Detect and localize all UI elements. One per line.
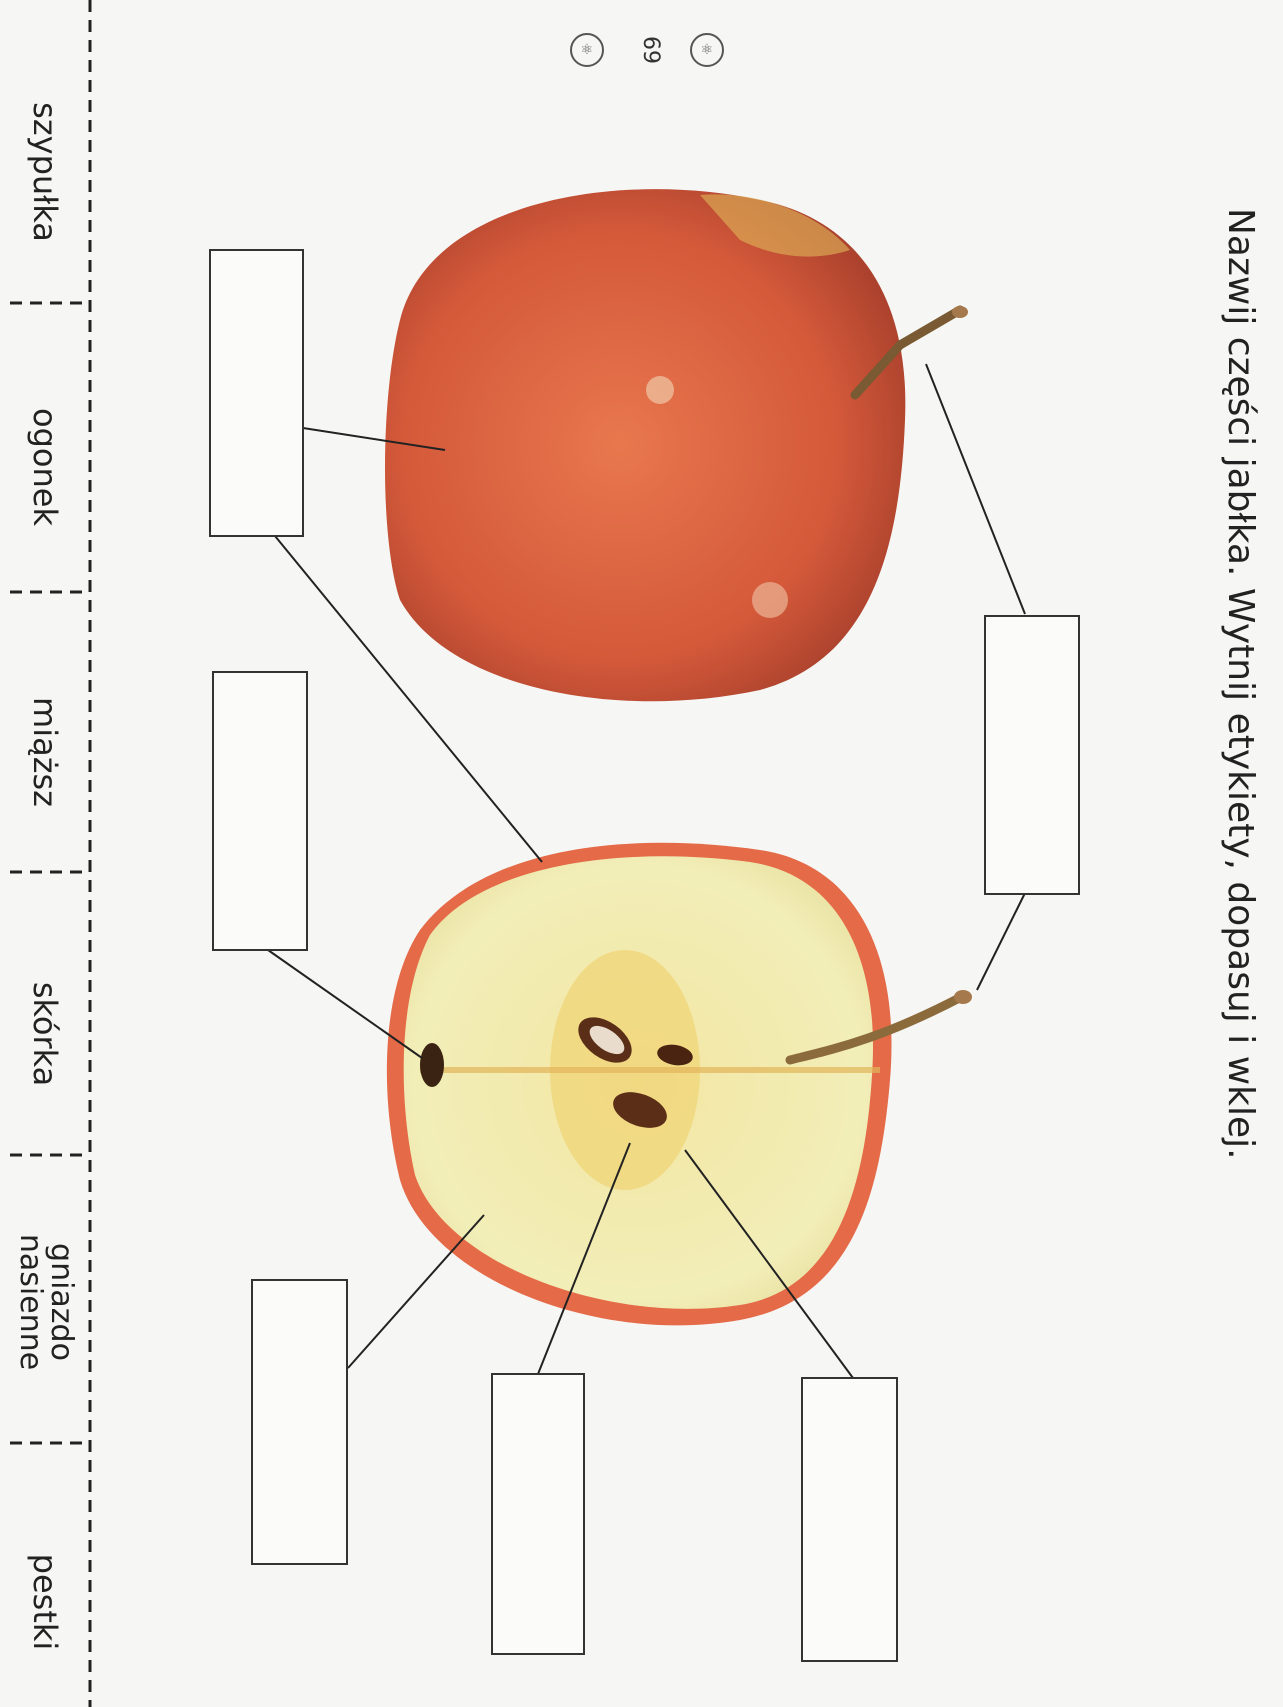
label-box[interactable] bbox=[985, 616, 1079, 894]
label-box[interactable] bbox=[492, 1374, 584, 1654]
cutout-label-szypulka[interactable]: szypułka bbox=[23, 47, 67, 297]
whole-apple bbox=[385, 189, 968, 701]
cutout-label-gniazdo-nasienne[interactable]: gniazdo nasienne bbox=[13, 1177, 77, 1427]
blossom-end bbox=[420, 1043, 444, 1087]
label-box[interactable] bbox=[213, 672, 307, 950]
label-box[interactable] bbox=[252, 1280, 347, 1564]
halved-apple bbox=[387, 843, 972, 1326]
cutout-label-miazsz[interactable]: miąższ bbox=[23, 627, 67, 877]
cutout-label-skorka[interactable]: skórka bbox=[23, 909, 67, 1159]
label-box[interactable] bbox=[802, 1378, 897, 1661]
cutout-label-pestki[interactable]: pestki bbox=[23, 1477, 67, 1707]
label-box[interactable] bbox=[210, 250, 303, 536]
cutout-label-ogonek[interactable]: ogonek bbox=[23, 342, 67, 592]
